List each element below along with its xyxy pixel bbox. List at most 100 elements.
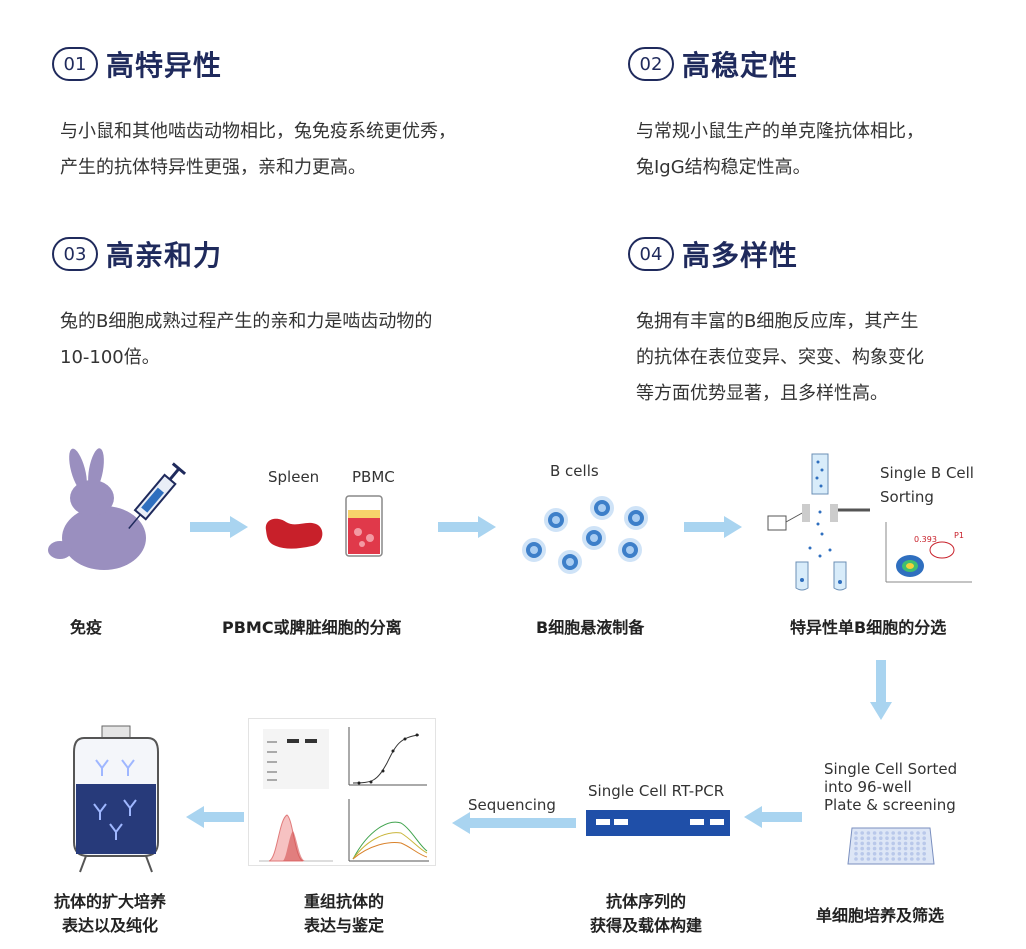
- plate-well: [916, 852, 920, 856]
- desc-line: 与常规小鼠生产的单克隆抗体相比，: [636, 121, 924, 142]
- arrow-down-icon: [870, 660, 892, 720]
- desc-line: 等方面优势显著，且多样性高。: [636, 383, 888, 404]
- step-sequence-label-1: 抗体序列的: [606, 892, 687, 911]
- desc-line: 与小鼠和其他啮齿动物相比，兔免疫系统更优秀，: [60, 121, 456, 142]
- plate-well: [866, 831, 871, 835]
- step-sequence-label-2: 获得及载体构建: [590, 916, 703, 935]
- spleen-icon: [265, 518, 323, 549]
- plate-well: [885, 841, 889, 846]
- plate-well: [866, 852, 871, 856]
- arrow-right-icon: [684, 516, 742, 538]
- plate-well: [916, 831, 920, 835]
- spleen-label: Spleen: [268, 468, 320, 486]
- plate-well: [903, 841, 908, 846]
- arrow-right-icon: [438, 516, 496, 538]
- step-validation-label-2: 表达与鉴定: [304, 916, 385, 935]
- pbmc-label: PBMC: [352, 468, 395, 486]
- plate-well: [910, 836, 914, 840]
- pcr-gel-icon: [586, 810, 730, 836]
- well-plate-icon: [847, 827, 935, 865]
- plate-well: [879, 841, 883, 846]
- plate-well: [860, 841, 864, 846]
- feature-description: 兔的B细胞成熟过程产生的亲和力是啮齿动物的 10-100倍。: [52, 304, 522, 376]
- desc-line: 的抗体在表位变异、突变、构象变化: [636, 347, 924, 368]
- plate-well: [897, 857, 902, 861]
- plate-well: [891, 841, 895, 846]
- plate-well: [872, 831, 877, 835]
- step-validation-label-1: 重组抗体的: [304, 892, 385, 911]
- plate-well: [897, 836, 902, 840]
- plate-well: [910, 857, 914, 861]
- plate-well: [885, 846, 889, 851]
- plate-well: [860, 846, 864, 851]
- plate-well: [860, 852, 864, 856]
- step-purification-label-1: 抗体的扩大培养: [54, 892, 167, 911]
- plate-well: [879, 836, 883, 840]
- plate-well: [897, 852, 902, 856]
- plate-well: [897, 841, 902, 846]
- feature-description: 与常规小鼠生产的单克隆抗体相比， 兔IgG结构稳定性高。: [628, 114, 1008, 186]
- plate-well: [860, 857, 864, 861]
- pbmc-tube-icon: [345, 495, 383, 557]
- plate-well: [866, 841, 871, 846]
- desc-line: 兔的B细胞成熟过程产生的亲和力是啮齿动物的: [60, 311, 433, 332]
- facs-plot-icon: 0.393 P1: [885, 522, 972, 583]
- step-separation-label: PBMC或脾脏细胞的分离: [222, 618, 402, 637]
- sorted-label-line2: into 96-well: [824, 778, 912, 796]
- plate-well: [916, 836, 920, 840]
- plate-well: [885, 836, 889, 840]
- sorting-label-line2: Sorting: [880, 488, 934, 506]
- step-bcell-prep-label: B细胞悬液制备: [536, 618, 645, 637]
- validation-panels: [248, 718, 436, 866]
- arrow-left-icon: [452, 812, 576, 834]
- plate-well: [910, 846, 914, 851]
- plate-well: [891, 836, 895, 840]
- plate-well: [860, 831, 864, 835]
- rabbit-immunization-icon: [48, 448, 187, 570]
- plate-well: [885, 852, 889, 856]
- plate-well: [872, 852, 877, 856]
- plate-well: [910, 852, 914, 856]
- plate-well: [903, 846, 908, 851]
- rtpcr-label: Single Cell RT-PCR: [588, 782, 725, 800]
- feature-title: 高多样性: [682, 239, 799, 272]
- desc-line: 兔IgG结构稳定性高。: [636, 157, 811, 178]
- facs-gate-value: 0.393: [914, 535, 937, 544]
- plate-well: [866, 857, 871, 861]
- plate-well: [854, 857, 858, 861]
- sorting-label-line1: Single B Cell: [880, 464, 974, 482]
- plate-well: [922, 836, 926, 840]
- plate-well: [872, 841, 877, 846]
- feature-number: 01: [52, 47, 98, 81]
- plate-well: [922, 846, 926, 851]
- feature-diversity: 04 高多样性 兔拥有丰富的B细胞反应库，其产生 的抗体在表位变异、突变、构象变…: [628, 234, 1008, 412]
- cell-sorter-icon: [767, 453, 870, 591]
- plate-well: [922, 841, 926, 846]
- plate-well: [891, 846, 895, 851]
- sorted-label-line3: Plate & screening: [824, 796, 956, 814]
- plate-well: [872, 857, 877, 861]
- plate-well: [854, 841, 858, 846]
- facs-gate-name: P1: [954, 531, 964, 540]
- plate-well: [922, 857, 926, 861]
- plate-well: [872, 846, 877, 851]
- plate-well: [866, 836, 871, 840]
- plate-well: [922, 831, 926, 835]
- plate-well: [903, 836, 908, 840]
- desc-line: 10-100倍。: [60, 347, 160, 368]
- plate-well: [885, 831, 889, 835]
- validation-charts-icon: [259, 727, 429, 862]
- step-sorting-label: 特异性单B细胞的分选: [790, 618, 947, 637]
- plate-well: [891, 857, 895, 861]
- plate-well: [903, 852, 908, 856]
- plate-well: [854, 836, 858, 840]
- feature-number: 02: [628, 47, 674, 81]
- feature-number: 03: [52, 237, 98, 271]
- bioreactor-icon: [73, 725, 159, 873]
- plate-well: [854, 831, 858, 835]
- plate-well: [916, 846, 920, 851]
- plate-well: [854, 852, 858, 856]
- plate-well: [910, 841, 914, 846]
- plate-well: [910, 831, 914, 835]
- plate-well: [903, 857, 908, 861]
